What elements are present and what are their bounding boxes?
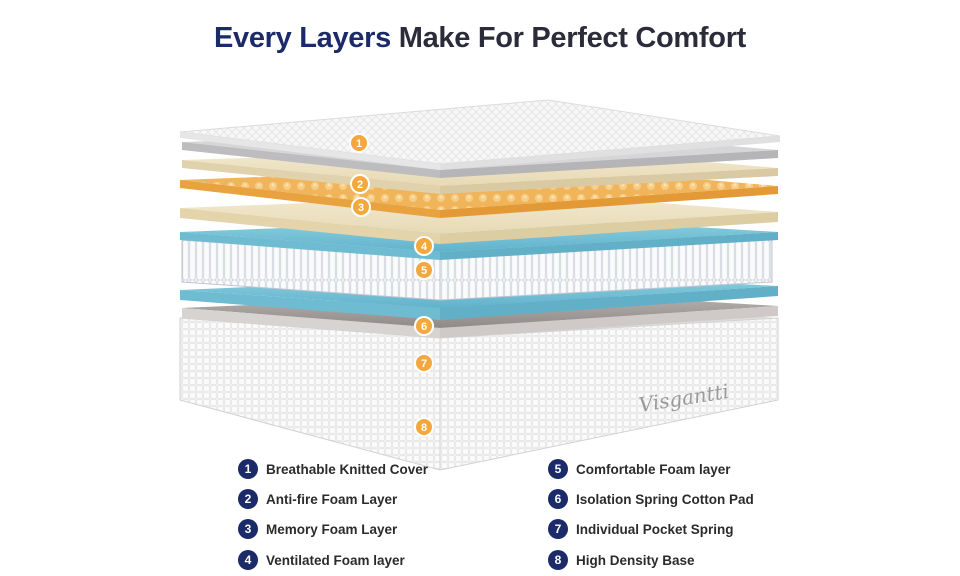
legend-label: Memory Foam Layer [266,521,398,537]
marker-6: 6 [414,316,434,336]
legend-label: Individual Pocket Spring [576,521,734,537]
marker-2: 2 [350,174,370,194]
legend-number-badge: 5 [548,459,568,479]
legend-item-8: 8 High Density Base [548,549,695,571]
layer-knitted-cover [179,99,781,170]
legend-number-badge: 6 [548,489,568,509]
legend-label: Breathable Knitted Cover [266,461,429,477]
title-accent: Every Layers [213,22,391,54]
legend-item-4: 4 Ventilated Foam layer [238,549,405,571]
legend-number-badge: 4 [238,550,258,570]
legend-item-3: 3 Memory Foam Layer [238,518,397,540]
legend-number-badge: 8 [548,550,568,570]
legend-item-7: 7 Individual Pocket Spring [548,518,734,540]
legend-number-badge: 1 [238,459,258,479]
legend-label: Comfortable Foam layer [576,461,731,477]
marker-8: 8 [414,417,434,437]
marker-8-label: 8 [421,422,427,434]
legend-label: Isolation Spring Cotton Pad [576,491,754,507]
legend-item-1: 1 Breathable Knitted Cover [238,458,428,480]
legend-item-2: 2 Anti-fire Foam Layer [238,488,397,510]
layer-markers: 1 2 3 4 5 6 7 8 [349,133,434,437]
marker-1: 1 [349,133,369,153]
legend-item-6: 6 Isolation Spring Cotton Pad [548,488,754,510]
legend-number-badge: 2 [238,489,258,509]
legend-label: High Density Base [576,552,695,568]
marker-2-label: 2 [357,179,363,191]
legend-item-5: 5 Comfortable Foam layer [548,458,731,480]
marker-4: 4 [414,236,434,256]
marker-3: 3 [351,197,371,217]
legend-label: Ventilated Foam layer [266,552,405,568]
legend-number-badge: 7 [548,519,568,539]
marker-1-label: 1 [356,138,362,150]
marker-5-label: 5 [421,265,427,277]
marker-6-label: 6 [421,321,427,333]
legend-number-badge: 3 [238,519,258,539]
legend-label: Anti-fire Foam Layer [266,491,398,507]
marker-7: 7 [414,353,434,373]
page-title: Every Layers Make For Perfect Comfort [0,22,960,55]
marker-5: 5 [414,260,434,280]
title-rest: Make For Perfect Comfort [398,22,747,54]
marker-7-label: 7 [421,358,427,370]
marker-4-label: 4 [421,241,428,253]
marker-3-label: 3 [358,202,364,214]
